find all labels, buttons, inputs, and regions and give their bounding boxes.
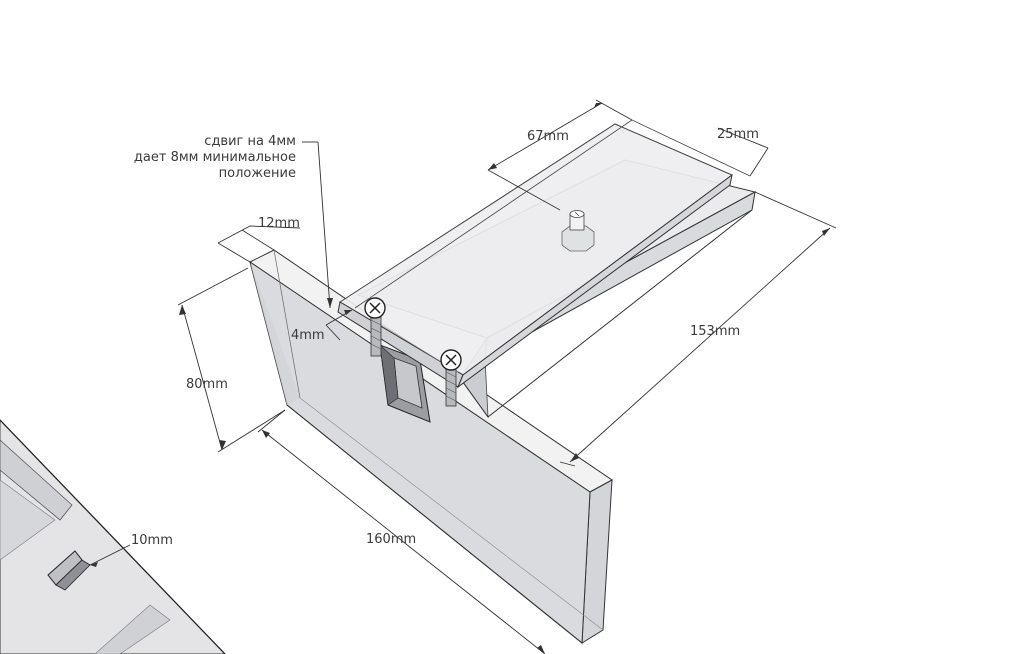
partial-object-bottom-left [0, 419, 226, 654]
top-plate [337, 119, 751, 389]
dim-67mm-label: 67mm [527, 129, 569, 144]
annotation-line-3: положение [218, 166, 296, 181]
dim-160mm-label: 160mm [366, 532, 417, 547]
dimension-lines [89, 99, 837, 654]
annotation-line-2: дает 8мм минимальное [133, 150, 296, 165]
dim-12mm-label: 12mm [258, 216, 300, 231]
dimension-arrows [90, 103, 830, 654]
screw-left [364, 297, 386, 357]
shift-annotation: сдвиг на 4мм дает 8мм минимальное положе… [100, 134, 296, 182]
dim-25mm-label: 25mm [717, 127, 759, 142]
dim-80mm-label: 80mm [186, 377, 228, 392]
center-bolt [561, 210, 595, 252]
dim-153mm-label: 153mm [690, 324, 741, 339]
dim-10mm-label: 10mm [131, 533, 173, 548]
annotation-line-1: сдвиг на 4мм [204, 134, 296, 149]
screw-right [440, 349, 462, 407]
dim-4mm-label: 4mm [291, 328, 325, 343]
